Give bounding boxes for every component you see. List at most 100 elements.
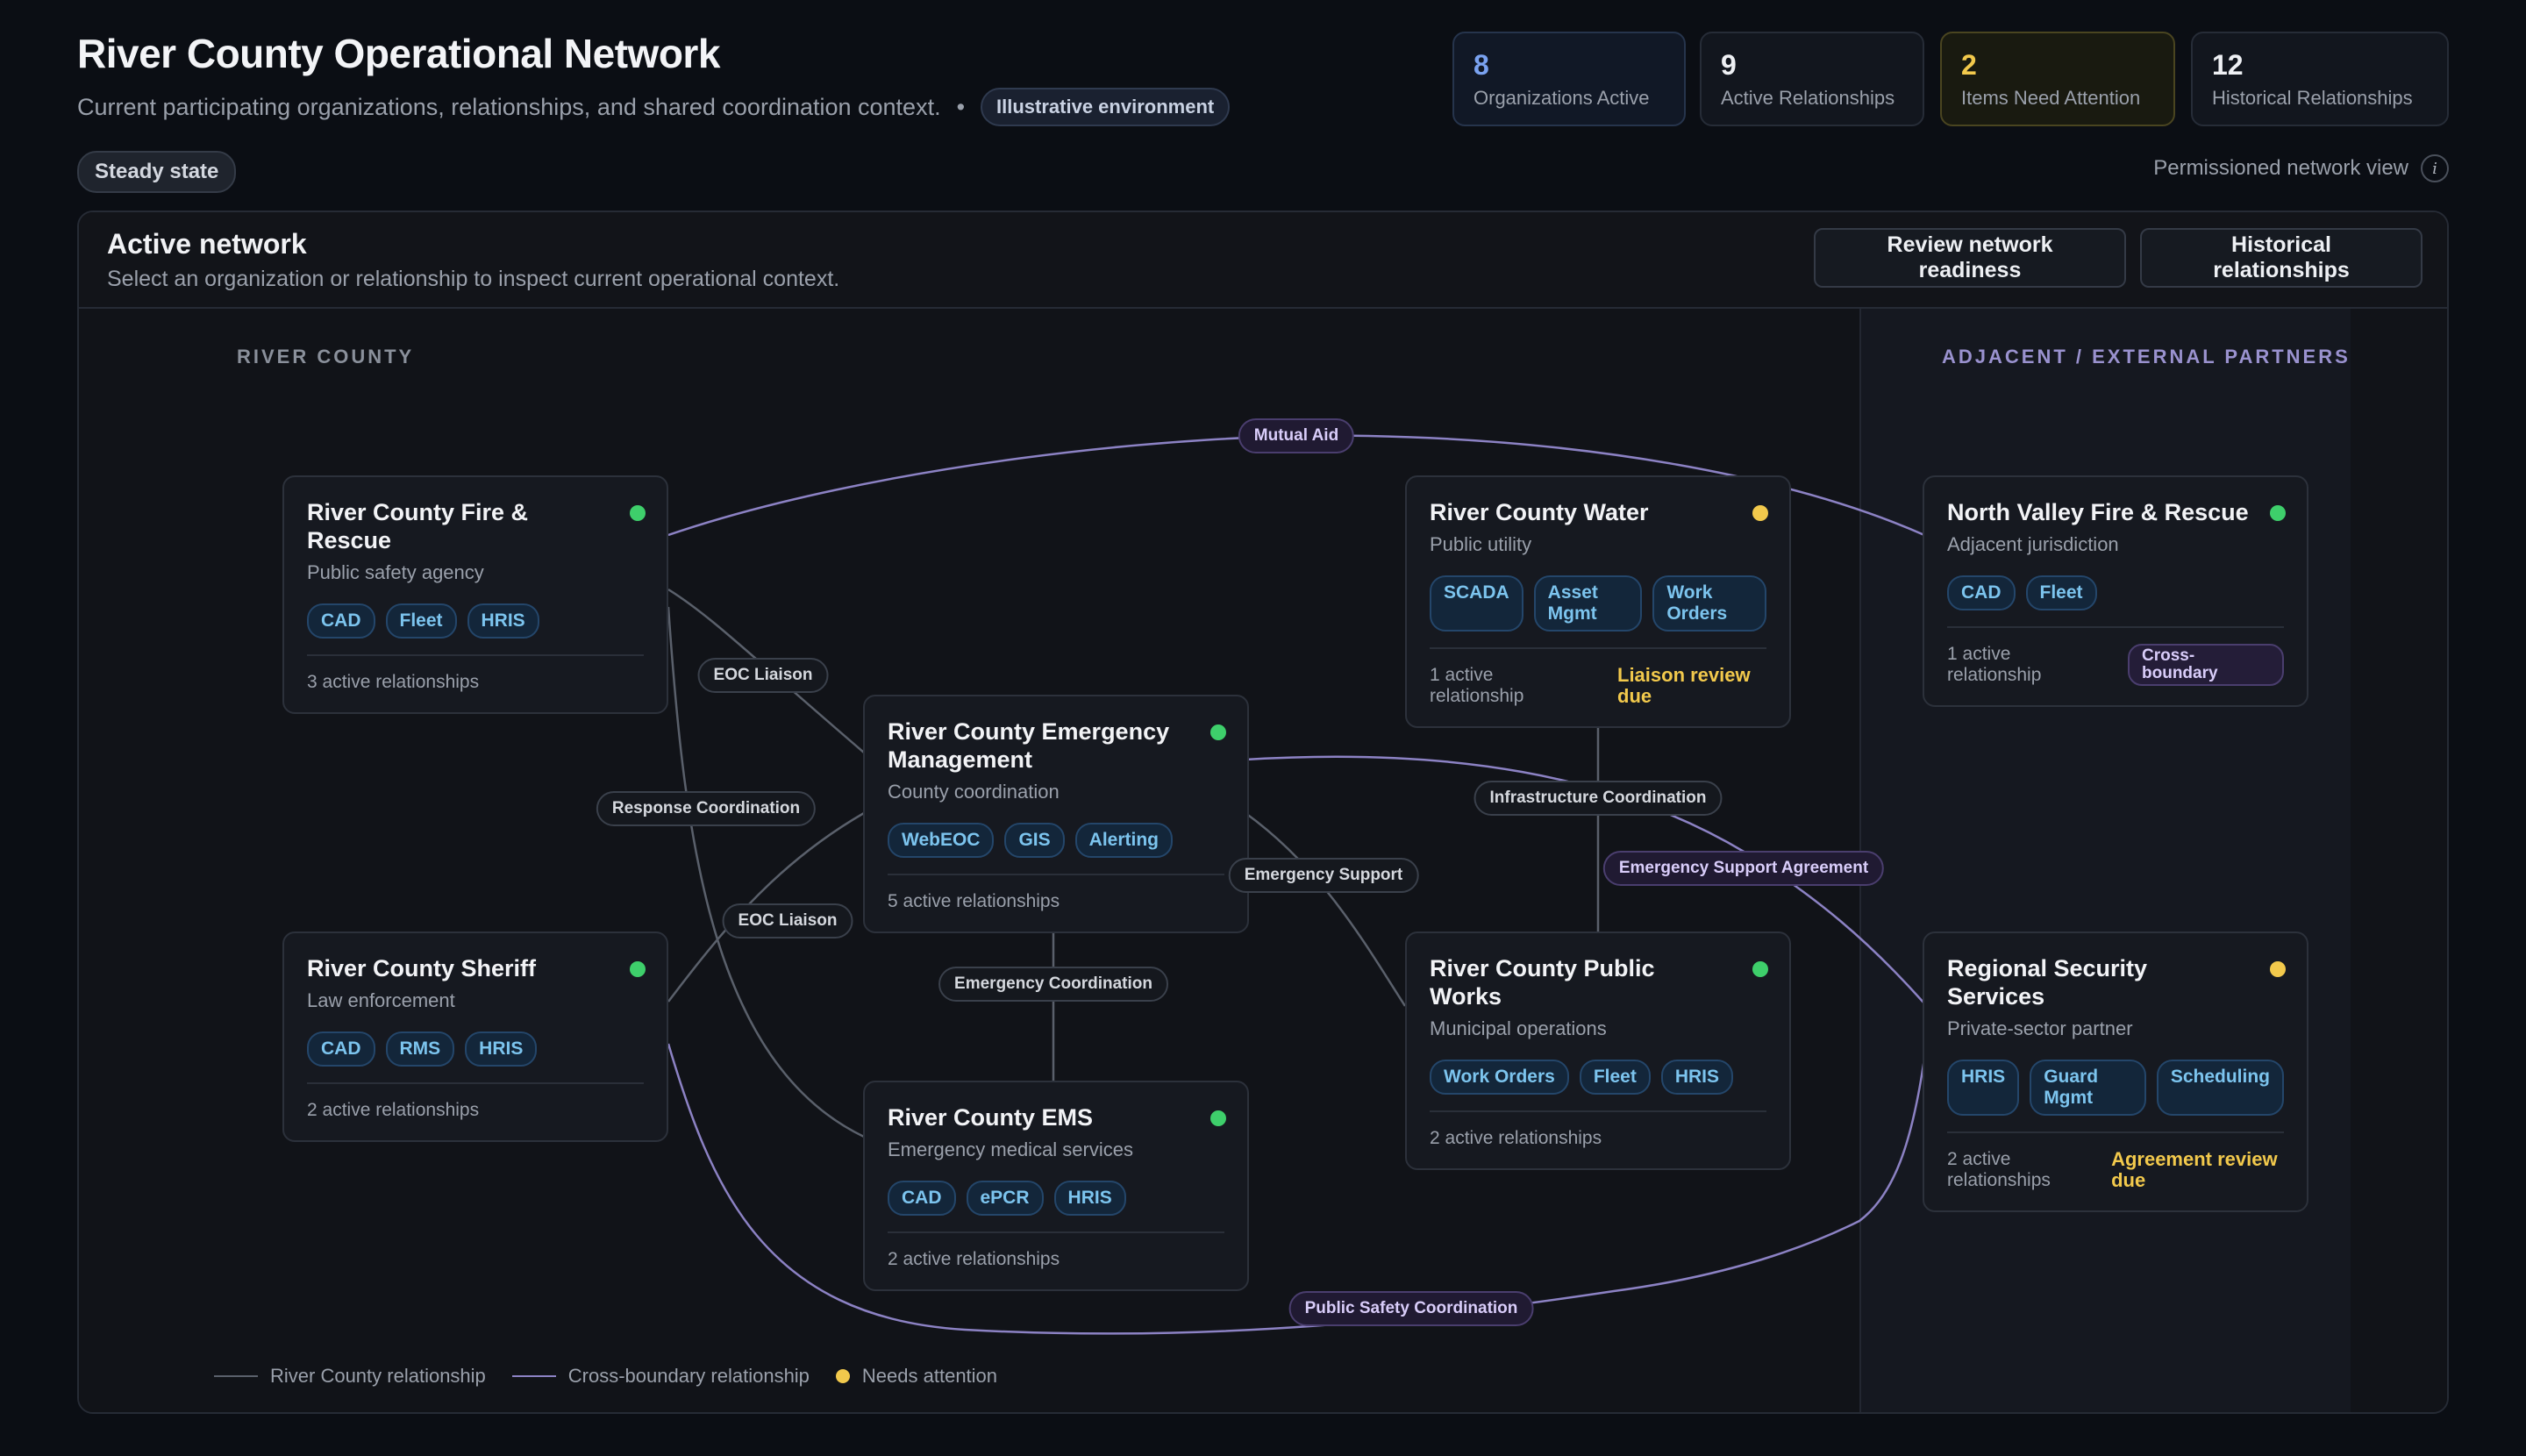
edge-sheriff-ema[interactable] (667, 811, 865, 1003)
edge-label-emergency-coordination[interactable]: Emergency Coordination (938, 967, 1168, 1002)
org-card-emergency-management[interactable]: River County Emergency Management County… (863, 695, 1249, 933)
relationship-count: 5 active relationships (888, 891, 1060, 911)
environment-badge: Illustrative environment (981, 88, 1231, 126)
status-active-dot (2270, 505, 2286, 521)
legend: River County relationship Cross-boundary… (214, 1365, 997, 1388)
legend-line-internal (214, 1375, 258, 1377)
system-tags: SCADA Asset Mgmt Work Orders (1430, 575, 1766, 632)
system-tag: Asset Mgmt (1533, 575, 1643, 632)
system-tag: Work Orders (1652, 575, 1766, 632)
stat-historical-relationships[interactable]: 12 Historical Relationships (2191, 32, 2449, 126)
separator-dot: • (956, 93, 966, 120)
edge-fire-ems[interactable] (667, 606, 865, 1138)
org-type: County coordination (888, 781, 1060, 803)
edge-ema-regional[interactable] (1245, 755, 1925, 1004)
stat-items-need-attention[interactable]: 2 Items Need Attention (1940, 32, 2175, 126)
stat-value: 9 (1721, 49, 1737, 81)
info-icon[interactable]: i (2421, 154, 2449, 182)
system-tag: Scheduling (2156, 1060, 2284, 1116)
network-canvas: RIVER COUNTY ADJACENT / EXTERNAL PARTNER… (79, 309, 2447, 1412)
relationship-count: 2 active relationships (1947, 1149, 2051, 1190)
divider (1430, 1110, 1766, 1112)
attention-note: Liaison review due (1617, 664, 1751, 707)
org-type: Private-sector partner (1947, 1017, 2133, 1039)
edge-label-infrastructure-coordination[interactable]: Infrastructure Coordination (1474, 781, 1723, 816)
page-title: River County Operational Network (77, 31, 720, 76)
panel-subtitle: Select an organization or relationship t… (107, 267, 840, 291)
org-type: Law enforcement (307, 989, 455, 1011)
system-tag: Fleet (385, 603, 457, 639)
edge-label-emergency-support-agreement[interactable]: Emergency Support Agreement (1602, 851, 1885, 886)
divider (307, 1082, 644, 1084)
system-tag: GIS (1004, 823, 1065, 858)
org-type: Municipal operations (1430, 1017, 1607, 1039)
status-active-dot (1210, 724, 1226, 740)
org-card-fire-rescue[interactable]: River County Fire & Rescue Public safety… (282, 475, 668, 714)
state-badge: Steady state (77, 151, 237, 193)
system-tag: Work Orders (1430, 1060, 1569, 1095)
edge-label-eoc-liaison[interactable]: EOC Liaison (697, 658, 829, 693)
org-card-north-valley[interactable]: North Valley Fire & Rescue Adjacent juri… (1923, 475, 2308, 707)
legend-label: Cross-boundary relationship (567, 1365, 810, 1387)
stat-active-relationships[interactable]: 9 Active Relationships (1700, 32, 1924, 126)
org-card-ems[interactable]: River County EMS Emergency medical servi… (863, 1081, 1249, 1291)
system-tags: HRIS Guard Mgmt Scheduling (1947, 1060, 2284, 1116)
org-name: River County Fire & Rescue (307, 499, 529, 553)
subtitle-row: Current participating organizations, rel… (77, 88, 1231, 126)
cross-boundary-badge: Cross-boundary (2128, 644, 2284, 686)
status-attention-dot (2270, 961, 2286, 977)
org-name: River County Public Works (1430, 955, 1655, 1010)
relationship-count: 2 active relationships (1430, 1128, 1602, 1148)
edge-fire-ema[interactable] (667, 588, 865, 753)
historical-relationships-button[interactable]: Historical relationships (2140, 228, 2423, 288)
zone-label-internal: RIVER COUNTY (237, 346, 415, 368)
stat-label: Active Relationships (1721, 87, 1895, 109)
status-active-dot (1210, 1110, 1226, 1126)
review-readiness-button[interactable]: Review network readiness (1814, 228, 2126, 288)
edge-label-emergency-support[interactable]: Emergency Support (1228, 858, 1419, 893)
system-tag: HRIS (1053, 1181, 1126, 1216)
divider (888, 1231, 1224, 1233)
edge-label-eoc-liaison-2[interactable]: EOC Liaison (722, 903, 853, 939)
org-name: North Valley Fire & Rescue (1947, 499, 2249, 525)
system-tag: CAD (888, 1181, 956, 1216)
system-tags: CAD RMS HRIS (307, 1031, 644, 1067)
active-network-panel: Active network Select an organization or… (77, 211, 2449, 1414)
divider (888, 874, 1224, 875)
system-tag: SCADA (1430, 575, 1523, 632)
edge-label-response-coordination[interactable]: Response Coordination (596, 791, 817, 826)
legend-attention: Needs attention (835, 1365, 998, 1388)
edge-label-public-safety-coordination[interactable]: Public Safety Coordination (1288, 1291, 1534, 1326)
org-name: Regional Security Services (1947, 955, 2148, 1010)
permission-indicator: Permissioned network view i (2153, 154, 2449, 182)
stat-organizations-active[interactable]: 8 Organizations Active (1452, 32, 1686, 126)
system-tag: HRIS (467, 603, 539, 639)
system-tag: ePCR (966, 1181, 1044, 1216)
stat-label: Organizations Active (1474, 87, 1650, 109)
legend-internal: River County relationship (214, 1365, 486, 1388)
status-active-dot (1752, 961, 1768, 977)
legend-label: Needs attention (861, 1365, 998, 1387)
stat-label: Historical Relationships (2212, 87, 2413, 109)
org-card-regional-security[interactable]: Regional Security Services Private-secto… (1923, 931, 2308, 1212)
org-card-public-works[interactable]: River County Public Works Municipal oper… (1405, 931, 1791, 1170)
edge-ema-publicworks[interactable] (1245, 811, 1407, 1007)
relationship-count: 1 active relationship (1947, 644, 2042, 685)
stat-label: Items Need Attention (1961, 87, 2141, 109)
divider (1430, 647, 1766, 649)
panel-title: Active network (107, 228, 307, 260)
org-card-sheriff[interactable]: River County Sheriff Law enforcement CAD… (282, 931, 668, 1142)
org-type: Public safety agency (307, 561, 484, 583)
relationship-count: 3 active relationships (307, 672, 480, 692)
status-attention-dot (1752, 505, 1768, 521)
system-tag: WebEOC (888, 823, 995, 858)
system-tag: HRIS (1660, 1060, 1734, 1095)
legend-attention-dot (835, 1369, 850, 1383)
org-card-water[interactable]: River County Water Public utility SCADA … (1405, 475, 1791, 728)
org-name: River County Sheriff (307, 955, 537, 981)
system-tag: CAD (307, 1031, 375, 1067)
edge-label-mutual-aid[interactable]: Mutual Aid (1238, 418, 1355, 453)
system-tag: Fleet (1579, 1060, 1651, 1095)
org-type: Adjacent jurisdiction (1947, 533, 2119, 555)
org-name: River County Emergency Management (888, 718, 1170, 773)
